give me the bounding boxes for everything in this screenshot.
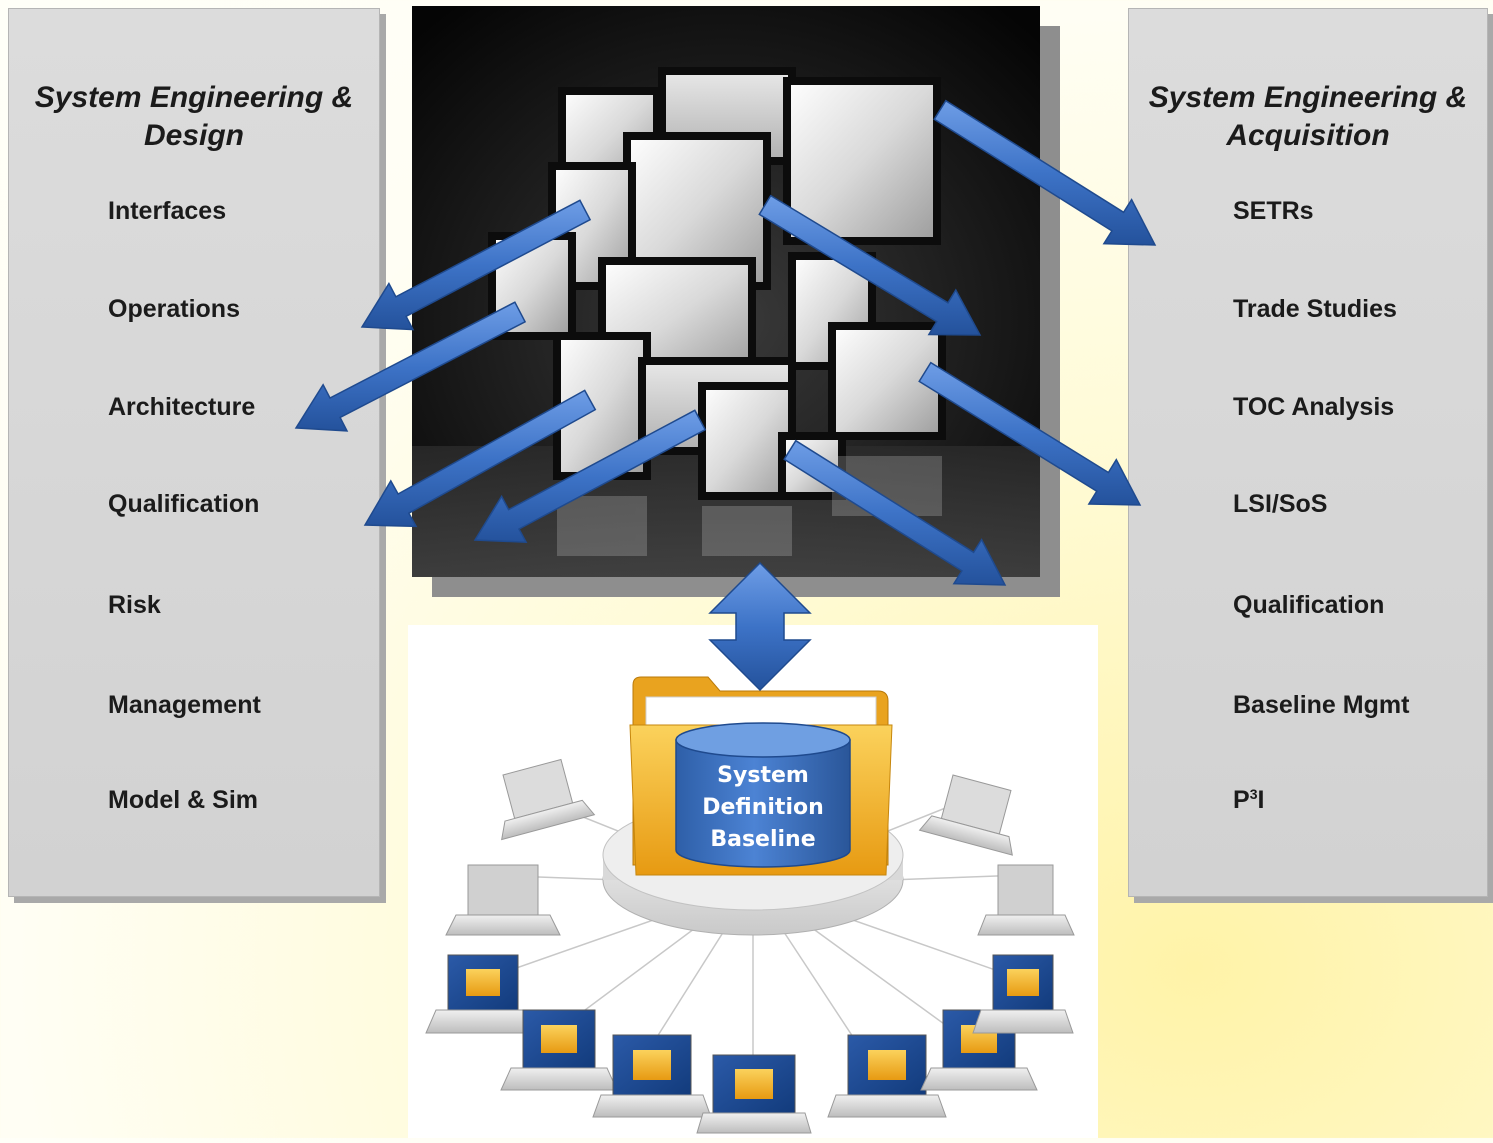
right-item-trade-studies: Trade Studies [1233,295,1397,323]
database-label: System Definition Baseline [676,760,850,856]
left-item-risk: Risk [108,591,161,619]
right-item-p3i: P3I [1233,786,1264,815]
right-item-toc-analysis: TOC Analysis [1233,393,1395,421]
right-panel: System Engineering & Acquisition SETRs T… [1128,8,1488,897]
cube-image [412,6,1040,577]
right-item-lsi-sos: LSI/SoS [1233,490,1328,518]
left-panel: System Engineering & Design Interfaces O… [8,8,380,897]
db-line3: Baseline [710,827,816,852]
p3i-tail: I [1257,786,1265,814]
network-graphic [425,676,1075,1134]
p3i-sup: 3 [1249,786,1258,802]
cube-illustration [412,6,1040,577]
right-item-qualification: Qualification [1233,591,1385,619]
left-item-qualification: Qualification [108,490,260,518]
left-title-line1: System Engineering & [34,81,354,114]
right-item-baseline-mgmt: Baseline Mgmt [1233,691,1410,719]
right-title-line1: System Engineering & [1148,81,1468,114]
p3i-base: P [1233,786,1250,814]
right-title-line2: Acquisition [1226,119,1390,152]
right-panel-title: System Engineering & Acquisition [1129,79,1487,155]
db-line2: Definition [702,795,824,820]
right-item-setrs: SETRs [1233,197,1314,225]
left-item-operations: Operations [108,295,240,323]
db-line1: System [717,763,809,788]
left-item-model-sim: Model & Sim [108,786,259,814]
left-item-interfaces: Interfaces [108,197,227,225]
network-illustration [408,625,1098,1138]
left-item-management: Management [108,691,261,719]
left-item-architecture: Architecture [108,393,256,421]
left-title-line2: Design [143,119,245,152]
left-panel-title: System Engineering & Design [9,79,379,155]
laptop-icons [425,758,1075,1134]
